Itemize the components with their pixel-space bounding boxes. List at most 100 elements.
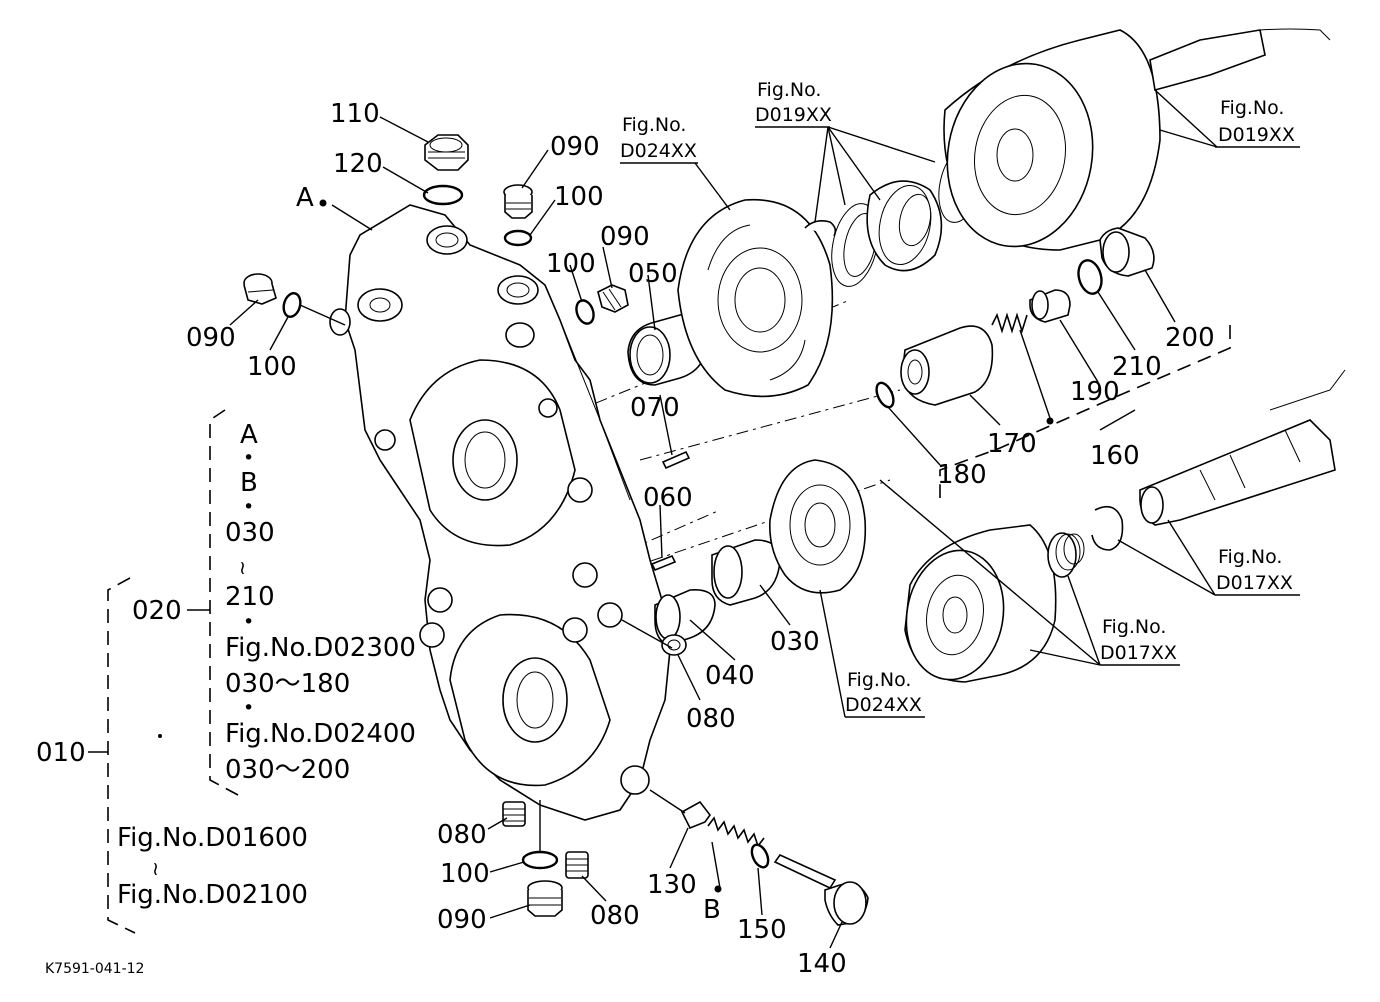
legend-020: 020	[132, 596, 182, 626]
label-130: 130	[647, 870, 697, 900]
poppet-130	[680, 800, 711, 830]
label-080-low2: 080	[590, 901, 640, 931]
label-160: 160	[1090, 441, 1140, 471]
assembly-legend: 010 020 A • B • 030 ≀ 210 • Fig.No.D0230…	[36, 420, 416, 910]
legend-line-b: B	[240, 468, 258, 498]
plug-080-mid	[661, 634, 687, 656]
legend-010: 010	[36, 738, 86, 768]
legend-tilde-2: ≀	[152, 858, 159, 880]
label-100-mid: 100	[546, 249, 596, 279]
marker-dot-legend	[158, 734, 162, 738]
legend-dot-2: •	[243, 496, 254, 518]
label-030: 030	[770, 627, 820, 657]
plug-080-low2	[565, 851, 589, 879]
o-ring-100-mid	[575, 299, 595, 325]
snap-ring-017	[1091, 505, 1124, 551]
o-ring-100-left	[282, 292, 302, 318]
o-ring-210	[1077, 259, 1103, 295]
figref-d017-mid-code: D017XX	[1100, 642, 1177, 664]
label-090-top: 090	[550, 132, 600, 162]
o-ring-180	[875, 381, 895, 409]
valve-plate-024-low	[768, 459, 867, 594]
leader-lines	[229, 116, 1176, 949]
label-090-low: 090	[437, 905, 487, 935]
label-a: A	[296, 183, 314, 213]
figref-d019-right-title: Fig.No.	[1220, 97, 1284, 119]
plug-200	[1099, 227, 1155, 277]
label-110: 110	[330, 99, 380, 129]
plug-090-left	[243, 273, 277, 305]
label-100-top: 100	[554, 182, 604, 212]
legend-dot-3: •	[243, 611, 254, 633]
label-100-low: 100	[440, 859, 490, 889]
marker-dot-b	[714, 885, 722, 893]
legend-fig-d02400: Fig.No.D02400	[225, 719, 416, 749]
fig-ref-leaders	[620, 89, 1300, 718]
legend-line-030: 030	[225, 518, 275, 548]
cylinder-block-019	[943, 28, 1331, 251]
label-100-left: 100	[247, 352, 297, 382]
label-050: 050	[628, 259, 678, 289]
label-040: 040	[705, 661, 755, 691]
plug-090-low	[527, 880, 563, 917]
label-090-mid: 090	[600, 222, 650, 252]
label-080-mid: 080	[686, 704, 736, 734]
label-140: 140	[797, 949, 847, 979]
relief-plug-140	[773, 853, 869, 926]
label-150: 150	[737, 915, 787, 945]
pump-housing	[329, 204, 671, 821]
drawing-code: K7591-041-12	[45, 961, 144, 977]
marker-dot-a	[319, 199, 327, 207]
legend-line-210: 210	[225, 582, 275, 612]
figref-d024-low-code: D024XX	[845, 694, 922, 716]
figref-d019-left-code: D019XX	[755, 104, 832, 126]
pin-060	[650, 554, 677, 572]
o-ring-100-top	[503, 229, 533, 247]
shaft-017	[1139, 369, 1346, 526]
spring-b	[707, 816, 765, 848]
figref-d024-top-code: D024XX	[620, 140, 697, 162]
plug-090-top	[503, 184, 533, 219]
label-200: 200	[1165, 323, 1215, 353]
legend-brackets	[88, 409, 239, 934]
pin-070	[661, 450, 691, 470]
figref-d017-mid-title: Fig.No.	[1102, 616, 1166, 638]
bushing-030	[711, 539, 781, 606]
figref-d024-low-title: Fig.No.	[847, 669, 911, 691]
figure-references: Fig.No. D024XX Fig.No. D019XX Fig.No. D0…	[620, 79, 1295, 716]
legend-range-200: 030～200	[225, 755, 350, 785]
o-ring-120	[422, 184, 464, 206]
legend-dot-4: •	[243, 697, 254, 719]
label-120: 120	[333, 149, 383, 179]
bushing-040	[654, 588, 716, 646]
bracket-160-group	[939, 325, 1231, 498]
valve-plate-024-top	[677, 198, 834, 398]
legend-fig-d01600: Fig.No.D01600	[117, 823, 308, 853]
label-090-left: 090	[186, 323, 236, 353]
legend-range-180: 030～180	[225, 669, 350, 699]
label-210: 210	[1112, 352, 1162, 382]
legend-tilde-1: ≀	[239, 557, 246, 579]
legend-line-a: A	[240, 420, 258, 450]
legend-fig-d02300: Fig.No.D02300	[225, 633, 416, 663]
o-ring-150	[750, 843, 770, 869]
spool-190	[1029, 289, 1071, 323]
label-b: B	[703, 895, 721, 925]
cylinder-block-017	[904, 524, 1057, 683]
label-080-low: 080	[437, 820, 487, 850]
figref-d019-right-code: D019XX	[1218, 124, 1295, 146]
spring-160	[991, 312, 1028, 334]
figref-d019-left-title: Fig.No.	[757, 79, 821, 101]
label-170: 170	[987, 429, 1037, 459]
label-180: 180	[937, 460, 987, 490]
spring-017	[1047, 532, 1085, 578]
label-190: 190	[1070, 377, 1120, 407]
marker-dot-160	[1046, 417, 1054, 425]
o-ring-100-low	[521, 850, 559, 870]
plug-110	[424, 134, 469, 171]
plug-090-mid	[597, 284, 629, 313]
label-060: 060	[643, 483, 693, 513]
figref-d017-right-title: Fig.No.	[1218, 546, 1282, 568]
legend-fig-d02100: Fig.No.D02100	[117, 880, 308, 910]
